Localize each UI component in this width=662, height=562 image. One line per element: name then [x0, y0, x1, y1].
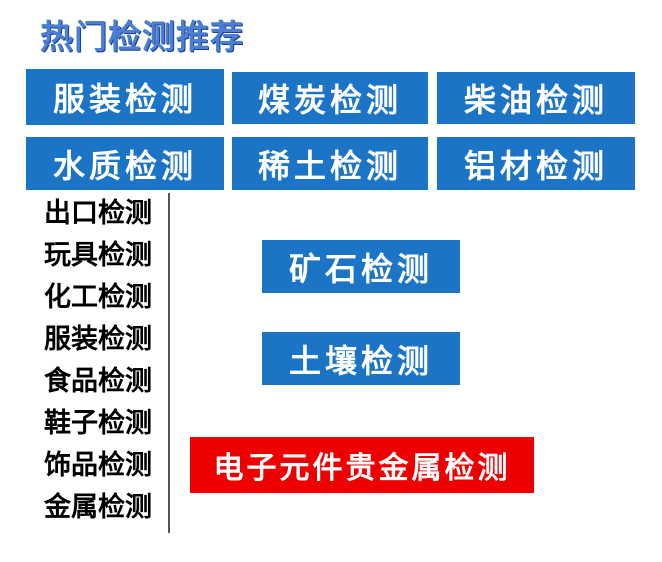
- side-link-list: 出口检测 玩具检测 化工检测 服装检测 食品检测 鞋子检测 饰品检测 金属检测: [44, 193, 170, 533]
- tile-rare-earth-testing[interactable]: 稀土检测: [232, 137, 428, 190]
- side-link-food[interactable]: 食品检测: [44, 366, 152, 397]
- tile-coal-testing[interactable]: 煤炭检测: [232, 72, 428, 124]
- side-link-export[interactable]: 出口检测: [44, 198, 152, 229]
- tile-water-quality-testing[interactable]: 水质检测: [26, 137, 224, 190]
- page-title: 热门检测推荐: [40, 17, 244, 56]
- tile-electronic-precious-metal-testing[interactable]: 电子元件贵金属检测: [190, 437, 534, 493]
- side-link-clothing[interactable]: 服装检测: [44, 324, 152, 355]
- tile-soil-testing[interactable]: 土壤检测: [262, 332, 460, 385]
- tile-diesel-testing[interactable]: 柴油检测: [437, 72, 635, 124]
- tile-ore-testing[interactable]: 矿石检测: [262, 240, 460, 293]
- tile-clothing-testing[interactable]: 服装检测: [26, 69, 224, 125]
- side-link-toys[interactable]: 玩具检测: [44, 240, 152, 271]
- side-link-chemicals[interactable]: 化工检测: [44, 282, 152, 313]
- side-link-shoes[interactable]: 鞋子检测: [44, 408, 152, 439]
- side-link-metal[interactable]: 金属检测: [44, 492, 152, 523]
- side-link-accessories[interactable]: 饰品检测: [44, 450, 152, 481]
- tile-aluminum-testing[interactable]: 铝材检测: [437, 137, 635, 190]
